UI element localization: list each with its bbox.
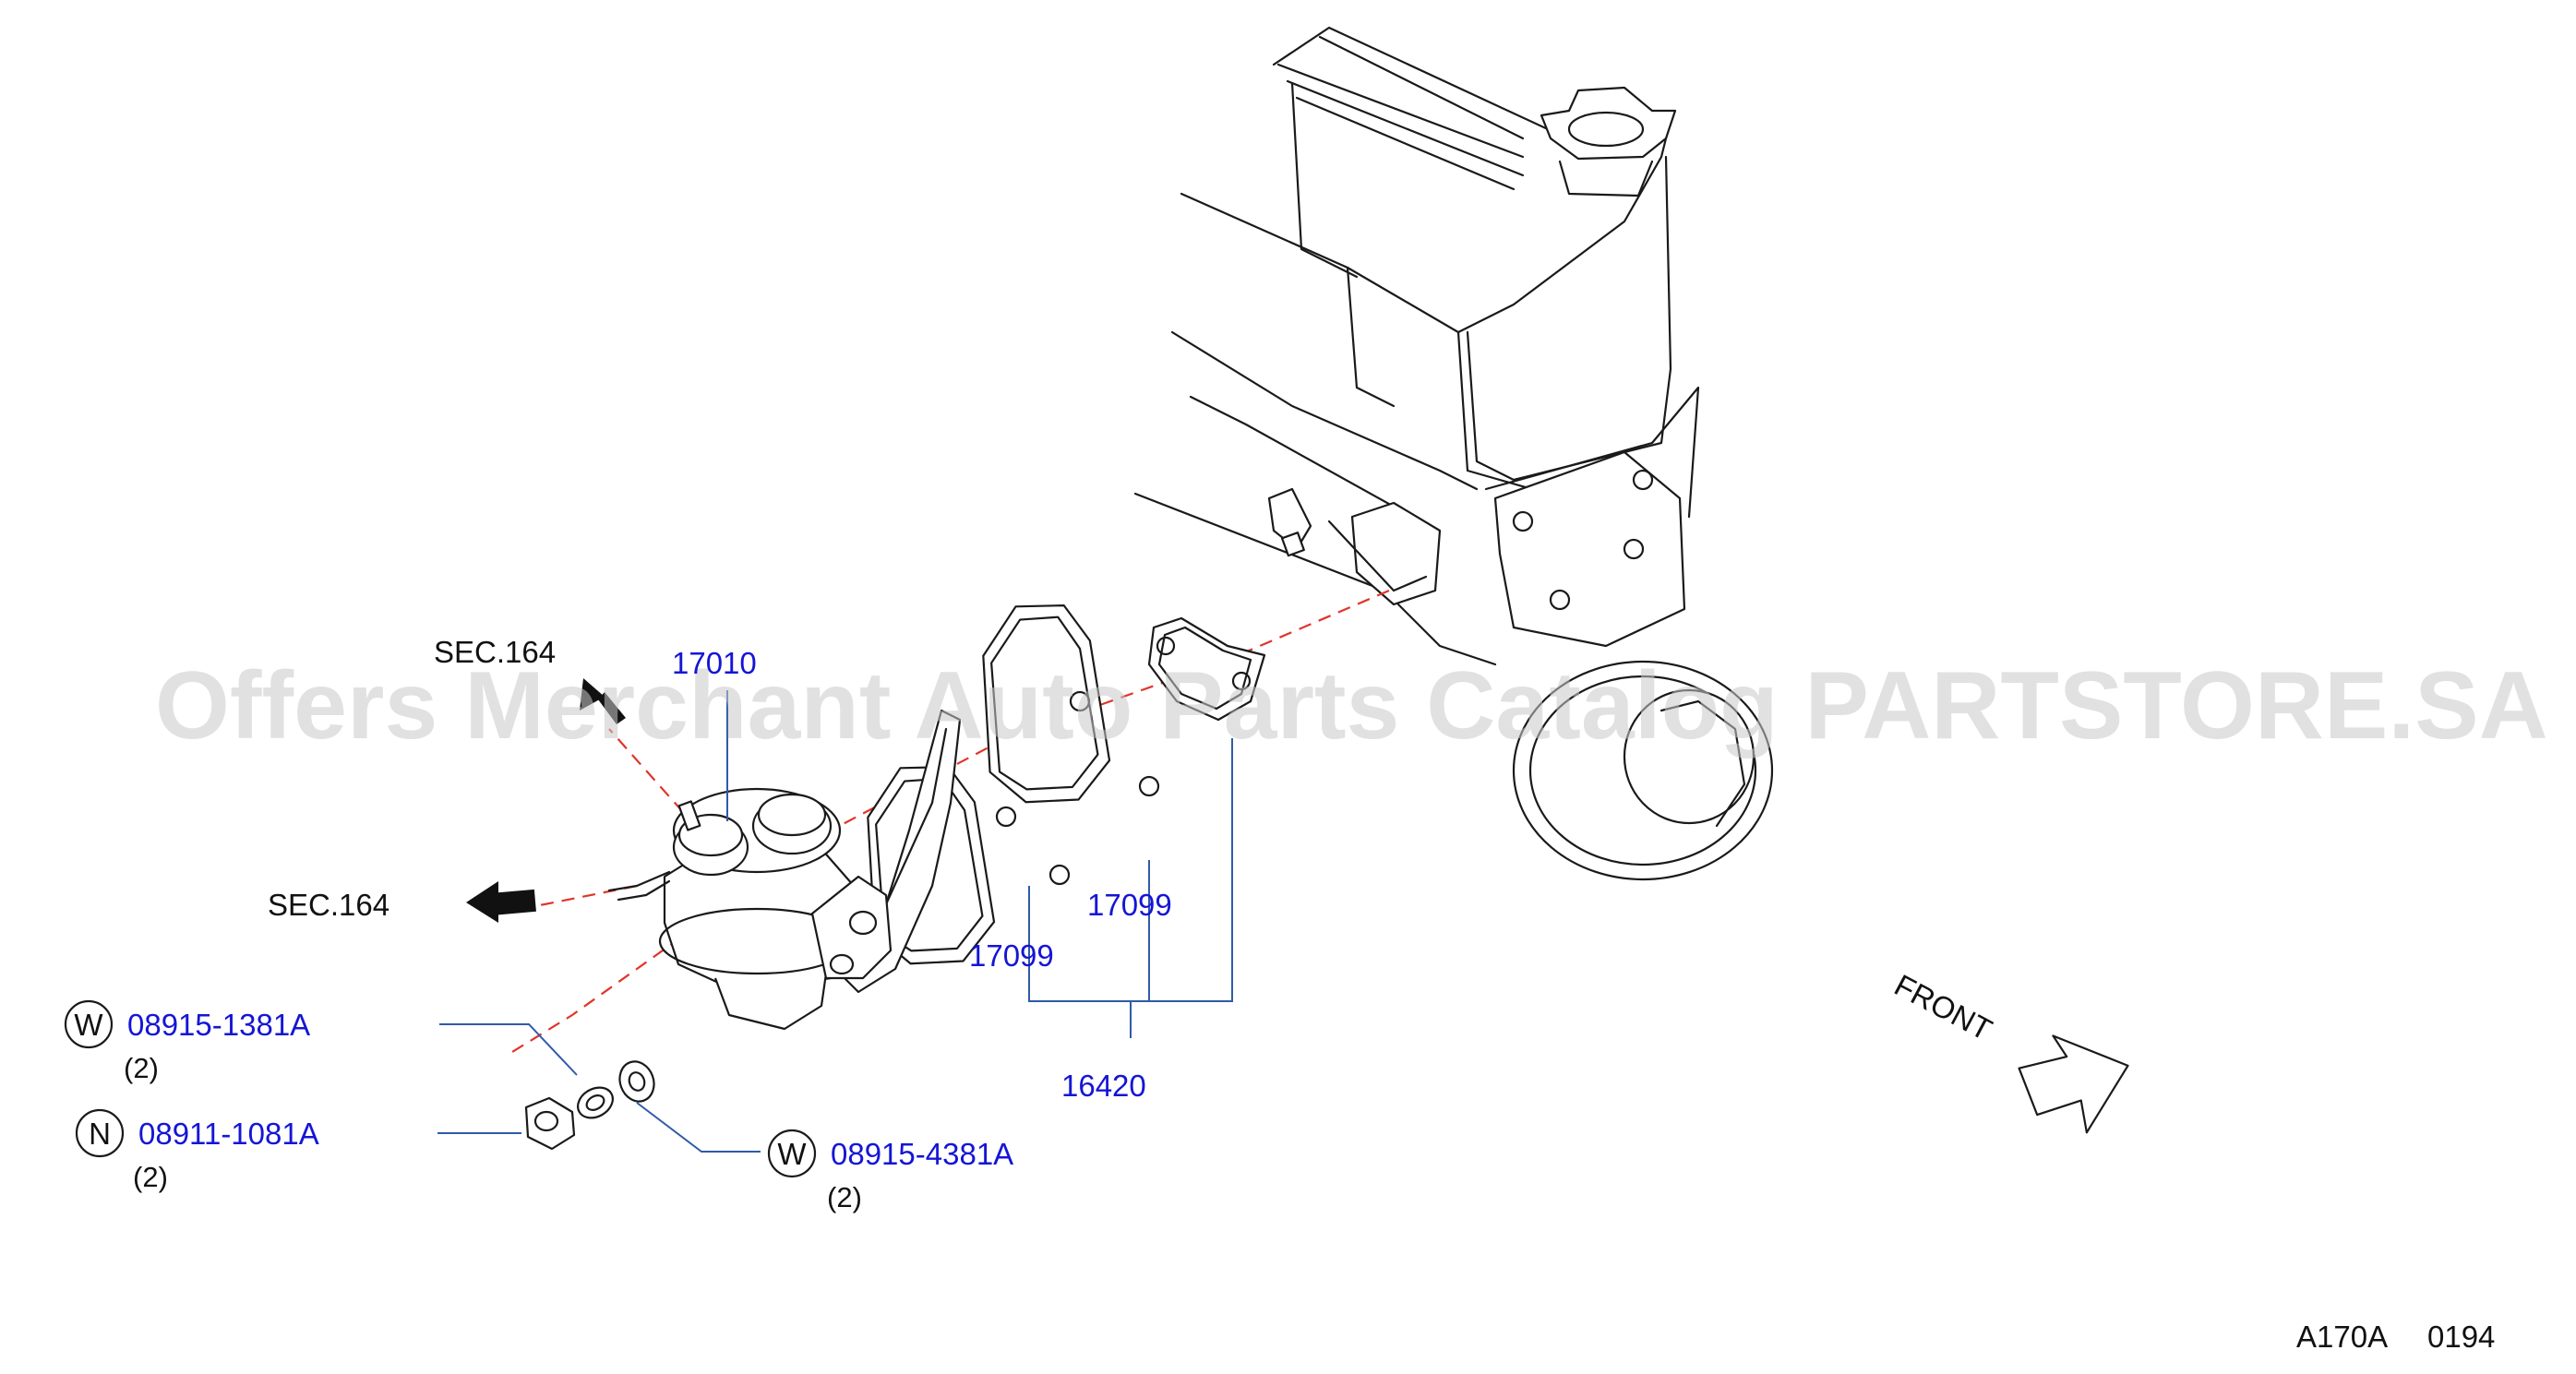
nut-symbol-badge bbox=[75, 1108, 125, 1158]
sec-164-upper-label: SEC.164 bbox=[434, 635, 556, 669]
part-17099-lower-link[interactable]: 17099 bbox=[969, 938, 1054, 973]
flat-washer-illustration bbox=[618, 1060, 655, 1103]
part-08915-4381a-link[interactable]: 08915-4381A bbox=[831, 1137, 1013, 1171]
part-08911-1081a-link[interactable]: 08911-1081A bbox=[138, 1117, 319, 1151]
front-direction-arrow-icon bbox=[2018, 1034, 2129, 1134]
nut-illustration bbox=[524, 1096, 576, 1151]
washer-symbol-letter-2: W bbox=[777, 1137, 807, 1171]
gasket-c-illustration bbox=[1147, 616, 1266, 722]
diagram-code: A170A bbox=[2296, 1320, 2388, 1354]
sec-164-upper-arrow-icon bbox=[580, 678, 626, 724]
sec-164-lower-label: SEC.164 bbox=[268, 888, 389, 922]
front-label: FRONT bbox=[1889, 968, 1998, 1047]
washer-symbol-badge bbox=[64, 999, 114, 1049]
leader-lines bbox=[437, 690, 1233, 1153]
part-08915-4381a-qty: (2) bbox=[827, 1181, 862, 1213]
part-08911-1081a-qty: (2) bbox=[133, 1161, 168, 1193]
part-08915-1381a-qty: (2) bbox=[124, 1052, 159, 1084]
washer-symbol-badge-2 bbox=[767, 1129, 817, 1178]
part-16420-link[interactable]: 16420 bbox=[1061, 1069, 1146, 1103]
fuel-pump-illustration bbox=[607, 709, 962, 1031]
engine-block-illustration bbox=[1133, 26, 1774, 881]
watermark: Offers Merchant Auto Parts Catalog PARTS… bbox=[155, 652, 2548, 759]
gasket-b-illustration bbox=[982, 604, 1160, 804]
sec-164-lower-arrow-icon bbox=[466, 881, 536, 923]
lock-washer-illustration bbox=[577, 1086, 614, 1119]
part-08915-1381a-link[interactable]: 08915-1381A bbox=[127, 1008, 310, 1042]
diagram-number: 0194 bbox=[2427, 1320, 2495, 1354]
part-17099-upper-link[interactable]: 17099 bbox=[1087, 888, 1172, 922]
nut-symbol-letter: N bbox=[89, 1117, 111, 1151]
washer-symbol-letter: W bbox=[74, 1008, 103, 1042]
part-17010-link[interactable]: 17010 bbox=[672, 646, 757, 680]
